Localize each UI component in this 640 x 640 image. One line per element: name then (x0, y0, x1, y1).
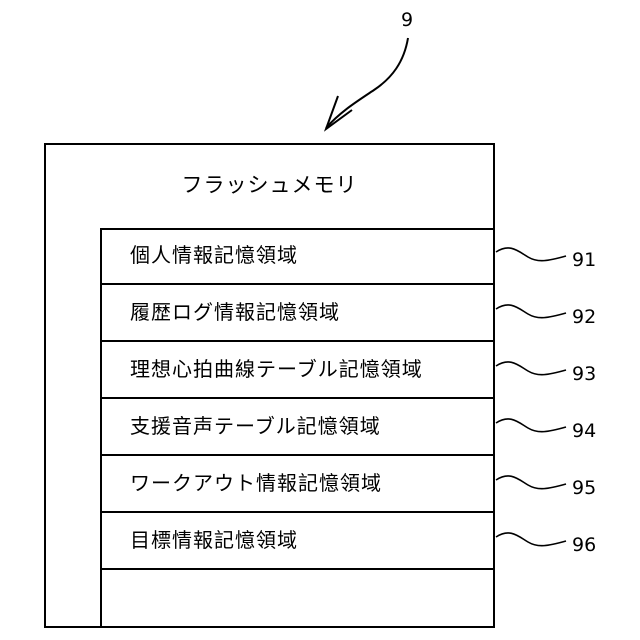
storage-region-95: ワークアウト情報記憶領域 (100, 456, 495, 513)
ref-label-95: 95 (572, 476, 596, 500)
storage-region-96: 目標情報記憶領域 (100, 513, 495, 570)
storage-region-91: 個人情報記憶領域 (100, 228, 495, 285)
ref-label-96: 96 (572, 533, 596, 557)
flash-memory-title: フラッシュメモリ (44, 170, 495, 200)
region-label: 理想心拍曲線テーブル記憶領域 (130, 342, 423, 397)
region-label: 個人情報記憶領域 (130, 228, 298, 283)
ref-label-91: 91 (572, 248, 596, 272)
ref-label-94: 94 (572, 419, 596, 443)
leader-line-92 (496, 305, 566, 318)
leader-line-93 (496, 362, 566, 375)
storage-region-93: 理想心拍曲線テーブル記憶領域 (100, 342, 495, 399)
leader-lines (496, 248, 566, 546)
pointer-arrow-line (326, 38, 408, 128)
region-label: 履歴ログ情報記憶領域 (130, 285, 340, 340)
storage-region-92: 履歴ログ情報記憶領域 (100, 285, 495, 342)
storage-region-94: 支援音声テーブル記憶領域 (100, 399, 495, 456)
region-label: ワークアウト情報記憶領域 (130, 456, 382, 511)
region-label: 目標情報記憶領域 (130, 513, 298, 568)
leader-line-94 (496, 419, 566, 432)
leader-line-96 (496, 533, 566, 546)
storage-region-empty (100, 570, 495, 628)
leader-line-91 (496, 248, 566, 261)
ref-label-92: 92 (572, 305, 596, 329)
ref-label-93: 93 (572, 362, 596, 386)
region-label: 支援音声テーブル記憶領域 (130, 399, 381, 454)
pointer-label: 9 (401, 8, 413, 32)
leader-line-95 (496, 476, 566, 489)
